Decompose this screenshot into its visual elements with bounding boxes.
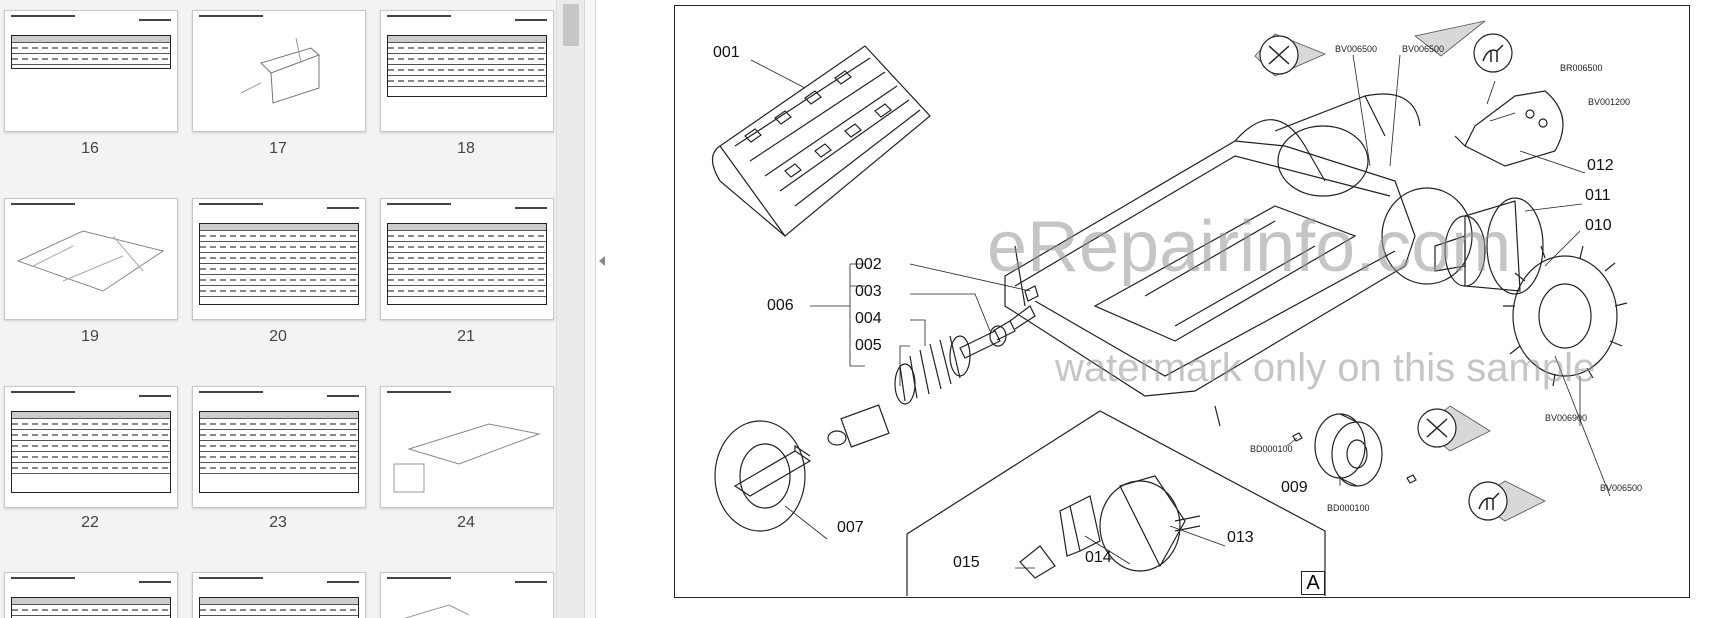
page-thumbnail[interactable] bbox=[4, 198, 178, 320]
part-code: BV006500 bbox=[1335, 44, 1378, 54]
undercarriage-frame-drawing bbox=[1004, 93, 1473, 427]
part-label-011: 011 bbox=[1585, 187, 1611, 204]
page-number: 24 bbox=[457, 514, 475, 531]
page-thumbnail[interactable] bbox=[192, 10, 366, 132]
page-number: 23 bbox=[269, 514, 287, 531]
part-code: BV006500 bbox=[1402, 44, 1445, 54]
part-code: BD000100 bbox=[1327, 503, 1370, 513]
page-thumbnail[interactable] bbox=[380, 198, 554, 320]
thumbnail-sidebar: 16 17 18 19 20 bbox=[0, 0, 584, 618]
part-label-014: 014 bbox=[1085, 549, 1112, 566]
page-thumbnail[interactable] bbox=[380, 572, 554, 618]
grease-fitting-drawing bbox=[1024, 285, 1039, 302]
part-label-006: 006 bbox=[767, 297, 794, 314]
watermark-title: eRepairinfo.com bbox=[987, 207, 1512, 287]
part-label-007: 007 bbox=[837, 519, 864, 536]
rubber-track-drawing bbox=[711, 45, 931, 237]
part-label-015: 015 bbox=[953, 554, 980, 571]
no-hammer-warning-icon-2 bbox=[1417, 405, 1491, 452]
no-hammer-warning-icon bbox=[1254, 33, 1327, 77]
page-number: 18 bbox=[457, 140, 475, 157]
track-roller-drawing bbox=[1292, 413, 1417, 487]
document-page: 001 002 003 004 005 006 007 009 010 011 … bbox=[674, 5, 1690, 598]
part-code: BV006500 bbox=[1600, 483, 1643, 493]
scrollbar-thumb[interactable] bbox=[563, 4, 579, 46]
page-thumbnail[interactable] bbox=[192, 198, 366, 320]
travel-motor-drawing bbox=[1434, 197, 1544, 295]
hydraulic-motor-drawing bbox=[1099, 475, 1201, 572]
page-thumbnail[interactable] bbox=[4, 572, 178, 618]
page-thumbnail[interactable] bbox=[4, 386, 178, 508]
exploded-parts-diagram bbox=[711, 20, 1628, 596]
tension-rod-drawing bbox=[959, 305, 1036, 359]
page-number: 19 bbox=[81, 328, 99, 345]
idler-assembly-drawing bbox=[714, 404, 890, 532]
tension-spring-drawing bbox=[894, 335, 971, 405]
page-thumbnail[interactable] bbox=[4, 10, 178, 132]
page-number: 21 bbox=[457, 328, 475, 345]
page-thumbnail[interactable] bbox=[380, 386, 554, 508]
leader-lines bbox=[750, 54, 1611, 569]
part-label-013: 013 bbox=[1227, 529, 1254, 546]
label-plate-drawing bbox=[1019, 545, 1056, 579]
grease-warning-icon bbox=[1414, 20, 1513, 73]
page-number: 16 bbox=[81, 140, 99, 157]
part-label-009: 009 bbox=[1281, 479, 1308, 496]
panel-splitter[interactable] bbox=[584, 0, 596, 618]
part-code: BD000100 bbox=[1250, 444, 1293, 454]
part-code: BV001200 bbox=[1588, 97, 1631, 107]
motor-cover-drawing bbox=[1454, 90, 1564, 167]
part-label-005: 005 bbox=[855, 337, 882, 354]
page-thumbnail[interactable] bbox=[192, 572, 366, 618]
page-thumbnail[interactable] bbox=[192, 386, 366, 508]
part-label-001: 001 bbox=[713, 44, 740, 61]
page-number: 22 bbox=[81, 514, 99, 531]
page-number: 20 bbox=[269, 328, 287, 345]
valve-block-drawing bbox=[1059, 495, 1101, 557]
collapse-arrow-icon[interactable] bbox=[596, 252, 608, 270]
sidebar-scrollbar[interactable] bbox=[556, 0, 584, 618]
part-code: BV006900 bbox=[1545, 413, 1588, 423]
drive-sprocket-drawing bbox=[1503, 245, 1628, 387]
part-code: BR006500 bbox=[1560, 63, 1603, 73]
part-label-003: 003 bbox=[855, 283, 882, 300]
page-number: 17 bbox=[269, 140, 287, 157]
part-label-002: 002 bbox=[855, 256, 882, 273]
watermark-subtitle: watermark only on this sample bbox=[1055, 346, 1596, 390]
inset-letter-box: A bbox=[1301, 571, 1325, 595]
part-label-012: 012 bbox=[1587, 157, 1614, 174]
page-thumbnail[interactable] bbox=[380, 10, 554, 132]
inset-frame bbox=[906, 410, 1326, 596]
grease-warning-icon-2 bbox=[1468, 480, 1546, 522]
part-label-004: 004 bbox=[855, 310, 882, 327]
part-label-010: 010 bbox=[1585, 217, 1612, 234]
